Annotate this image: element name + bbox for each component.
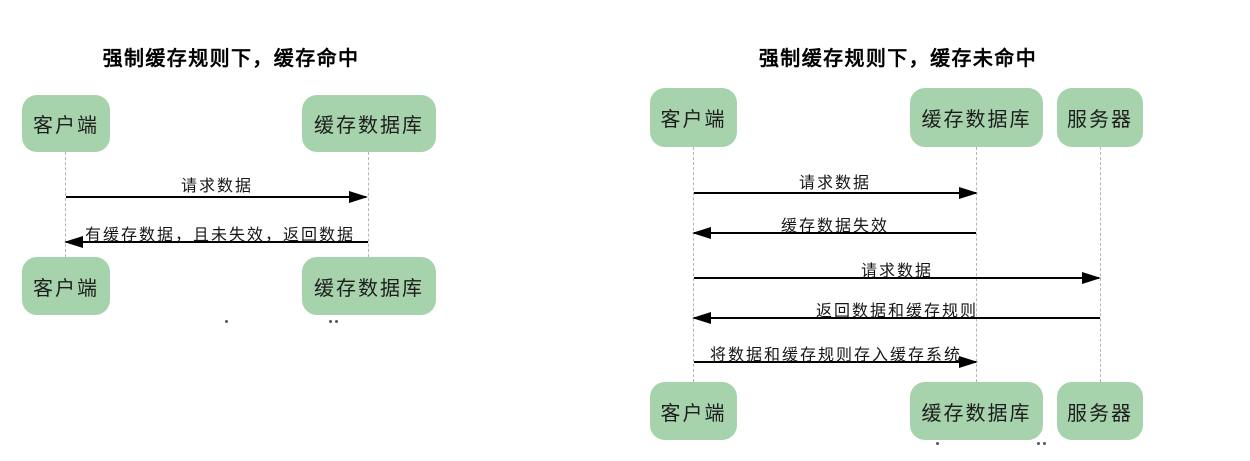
actor-box-client-top: 客户端	[22, 95, 110, 152]
actor-box-server-bottom: 服务器	[1057, 382, 1143, 440]
stray-dot	[335, 320, 338, 323]
diagram-title: 强制缓存规则下，缓存未命中	[758, 48, 1038, 70]
message-label-request-data: 请求数据	[180, 178, 253, 195]
message-label-request-data: 请求数据	[798, 175, 871, 192]
actor-box-server-top: 服务器	[1057, 88, 1143, 147]
message-arrow-store-to-cache	[694, 356, 978, 368]
stray-dot	[1043, 442, 1046, 445]
stray-dot	[329, 320, 332, 323]
stray-dot	[225, 320, 228, 323]
lifeline-client	[65, 152, 66, 257]
diagram-title: 强制缓存规则下，缓存命中	[102, 48, 360, 70]
message-label-return-cached-data: 有缓存数据，且未失效，返回数据	[84, 227, 355, 244]
actor-box-cache-db-bottom: 缓存数据库	[910, 382, 1043, 440]
message-arrow-request-data	[66, 191, 368, 203]
message-label-request-data-server: 请求数据	[860, 263, 933, 280]
message-arrow-return-data-rules	[692, 312, 1100, 324]
actor-box-client-top: 客户端	[650, 88, 737, 147]
stray-dot	[936, 442, 939, 445]
lifeline-cache-db	[368, 152, 369, 257]
actor-box-cache-db-bottom: 缓存数据库	[302, 257, 436, 315]
message-label-store-to-cache: 将数据和缓存规则存入缓存系统	[709, 347, 962, 364]
message-label-return-data-rules: 返回数据和缓存规则	[815, 303, 978, 320]
actor-box-cache-db-top: 缓存数据库	[302, 95, 436, 152]
message-arrow-request-data-server	[694, 272, 1101, 284]
lifeline-cache-db	[976, 147, 977, 382]
message-arrow-request-data	[694, 187, 978, 199]
actor-box-client-bottom: 客户端	[650, 382, 737, 440]
message-arrow-cache-expired	[692, 227, 976, 239]
actor-box-client-bottom: 客户端	[22, 257, 110, 315]
lifeline-server	[1100, 147, 1101, 382]
message-label-cache-expired: 缓存数据失效	[780, 218, 889, 235]
stray-dot	[1037, 442, 1040, 445]
lifeline-client	[693, 147, 694, 382]
message-arrow-return-cached-data	[64, 236, 368, 248]
actor-box-cache-db-top: 缓存数据库	[910, 88, 1043, 147]
